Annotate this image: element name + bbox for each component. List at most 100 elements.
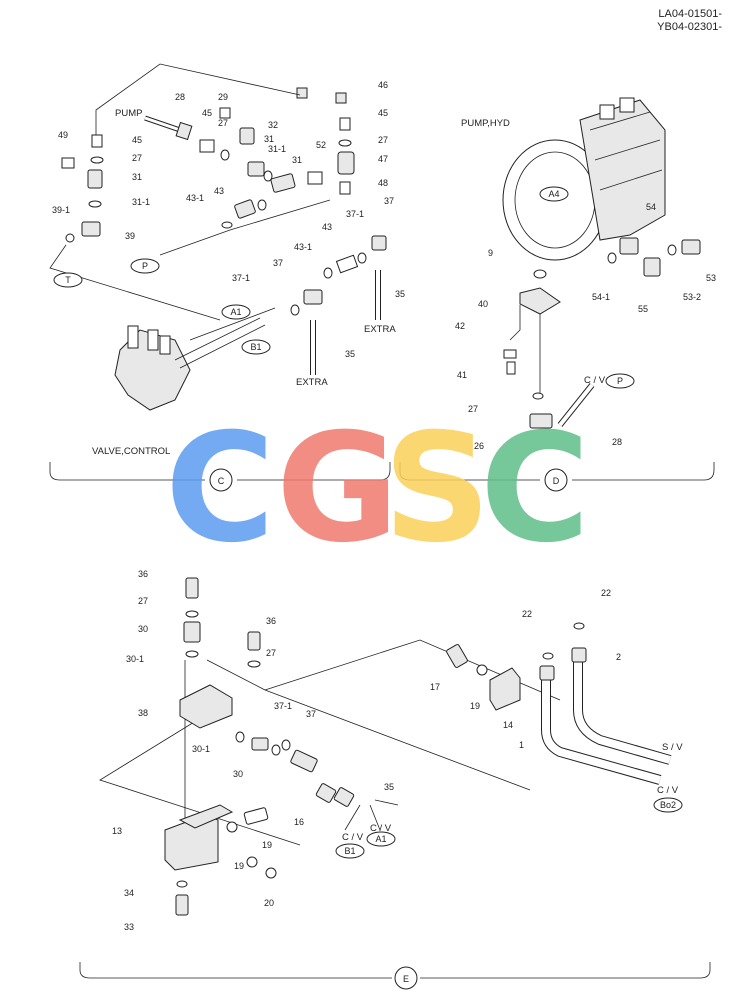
part-callout: 20 [264, 898, 274, 908]
part-callout: 43-1 [294, 242, 312, 252]
part-callout: 39 [125, 231, 135, 241]
caption-valve-control: VALVE,CONTROL [92, 446, 170, 457]
port-label: T [65, 275, 71, 285]
port-label: A1 [375, 834, 386, 844]
part-callout: 52 [316, 140, 326, 150]
caption-sv: S / V [662, 742, 683, 753]
part-callout: 13 [112, 826, 122, 836]
part-callout: 38 [138, 708, 148, 718]
port-label: B1 [344, 846, 355, 856]
drawing-number-line1: LA04-01501- [658, 8, 722, 20]
caption-cv-1: C / V [584, 375, 606, 386]
part-callout: 33 [124, 922, 134, 932]
part-callout: 16 [294, 817, 304, 827]
port-marker-bo2 [653, 797, 683, 813]
watermark-letter: S [383, 402, 491, 576]
part-callout: 22 [522, 609, 532, 619]
part-callout: 27 [218, 118, 228, 128]
part-callout: 27 [468, 404, 478, 414]
port-marker-a1 [221, 304, 251, 320]
watermark-letter: G [276, 402, 399, 576]
manifold-38 [179, 684, 233, 729]
part-callout: 46 [378, 80, 388, 90]
part-callout: 36 [266, 616, 276, 626]
part-callout: 37-1 [232, 273, 250, 283]
part-callout: 31-1 [132, 197, 150, 207]
caption-cv-4: C / V [370, 823, 392, 834]
port-marker-a4 [539, 186, 569, 202]
section-e [99, 577, 672, 916]
section-letter: C [218, 476, 225, 486]
part-callout: 19 [470, 701, 480, 711]
part-callout: 26 [474, 441, 484, 451]
part-callout: 34 [124, 888, 134, 898]
part-callout: 43 [214, 186, 224, 196]
part-callout: 45 [378, 108, 388, 118]
hose-fitting [296, 87, 308, 99]
part-callout: 29 [218, 92, 228, 102]
port-label: P [617, 376, 623, 386]
part-callout: 53 [706, 273, 716, 283]
part-callout: 28 [612, 437, 622, 447]
port-marker-b1b [335, 843, 365, 859]
part-callout: 31 [292, 155, 302, 165]
section-marker-e [394, 966, 418, 990]
port-label: B1 [250, 342, 261, 352]
part-callout: 30-1 [192, 744, 210, 754]
part-callout: 36 [138, 569, 148, 579]
part-callout: 42 [455, 321, 465, 331]
drawing-number-line2: YB04-02301- [657, 21, 722, 33]
part-callout: 54 [646, 202, 656, 212]
port-marker-a1b [366, 831, 396, 847]
port-marker-p2 [605, 373, 635, 389]
part-callout: 30-1 [126, 654, 144, 664]
port-marker-t [53, 272, 83, 288]
section-marker-c [209, 468, 233, 492]
watermark-letter: C [480, 402, 590, 576]
part-callout: 27 [138, 596, 148, 606]
drawing-number: LA04-01501- YB04-02301- [657, 8, 722, 34]
section-marker-d [544, 468, 568, 492]
part-callout: 39-1 [52, 205, 70, 215]
part-callout: 55 [638, 304, 648, 314]
part-callout: 2 [616, 652, 621, 662]
port-label: P [142, 261, 148, 271]
part-callout: 45 [202, 108, 212, 118]
part-callout: 31 [132, 172, 142, 182]
part-callout: 30 [138, 624, 148, 634]
part-callout: 43-1 [186, 193, 204, 203]
part-callout: 48 [378, 178, 388, 188]
part-callout: 22 [601, 588, 611, 598]
part-callout: 14 [503, 720, 513, 730]
part-callout: 49 [58, 130, 68, 140]
part-callout: 30 [233, 769, 243, 779]
watermark-letter: C [165, 402, 275, 576]
caption-cv-2: C / V [657, 785, 679, 796]
part-callout: 37-1 [346, 209, 364, 219]
part-callout: 53-2 [683, 292, 701, 302]
fitting-45 [91, 134, 103, 148]
part-callout: 17 [430, 682, 440, 692]
caption-pump: PUMP [115, 108, 142, 119]
section-c [49, 63, 387, 411]
part-callout: 27 [378, 135, 388, 145]
part-callout: 19 [262, 840, 272, 850]
part-callout: 41 [457, 370, 467, 380]
port-marker-b1 [241, 339, 271, 355]
caption-pump-hyd: PUMP,HYD [461, 118, 510, 129]
part-callout: 35 [345, 349, 355, 359]
part-callout: 43 [322, 222, 332, 232]
part-callout: 27 [266, 648, 276, 658]
part-callout: 31 [264, 134, 274, 144]
caption-extra-2: EXTRA [296, 377, 328, 388]
part-callout: 27 [132, 153, 142, 163]
part-callout: 54-1 [592, 292, 610, 302]
part-callout: 28 [175, 92, 185, 102]
hydraulic-pump [502, 97, 666, 261]
part-callout: 37-1 [274, 701, 292, 711]
part-callout: 37 [384, 196, 394, 206]
